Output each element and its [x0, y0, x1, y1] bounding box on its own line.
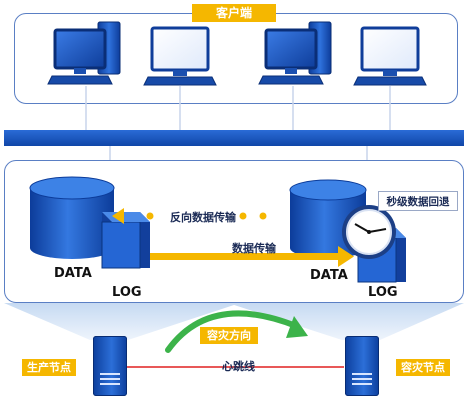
production-node-label: 生产节点 — [22, 359, 76, 376]
computer-icon — [353, 26, 427, 86]
production-funnel — [4, 303, 240, 340]
backup-data-label: DATA — [310, 268, 348, 283]
computer-icon — [143, 26, 217, 86]
direction-arrow-icon — [165, 310, 308, 353]
production-log-label: LOG — [112, 285, 142, 300]
clients-title: 客户端 — [192, 4, 276, 22]
production-data-label: DATA — [54, 266, 92, 281]
production-log-icon — [101, 212, 150, 269]
direction-label: 容灾方向 — [200, 327, 258, 344]
dr-server-icon — [345, 336, 379, 396]
computer-icon — [47, 21, 121, 85]
dr-node-label: 容灾节点 — [396, 359, 450, 376]
computer-icon — [258, 21, 332, 85]
production-server-icon — [93, 336, 127, 396]
reverse-transfer-arrow — [112, 208, 267, 224]
clock-icon — [342, 205, 396, 259]
forward-transfer-label: 数据传输 — [232, 242, 276, 255]
recovery-label: 秒级数据回退 — [378, 191, 458, 211]
dr-funnel — [228, 303, 464, 340]
heartbeat-label: 心跳线 — [222, 360, 255, 373]
reverse-transfer-label: 反向数据传输 — [170, 211, 236, 224]
backup-log-label: LOG — [368, 285, 398, 300]
network-bus — [4, 130, 464, 146]
forward-transfer-arrow — [150, 246, 354, 267]
production-database-icon — [29, 176, 115, 259]
